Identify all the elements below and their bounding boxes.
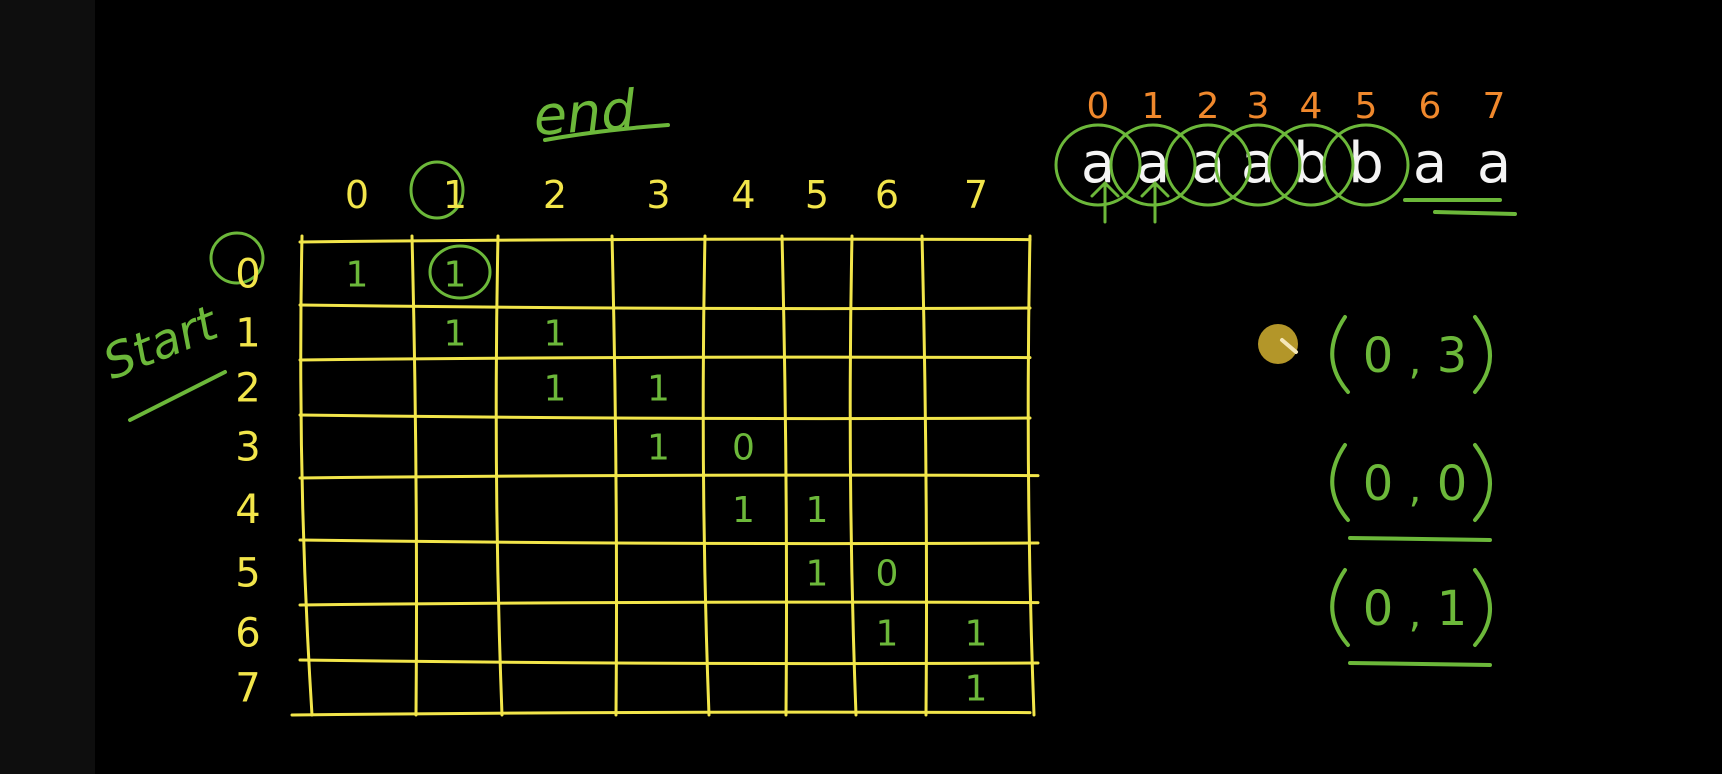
index-pairs: 0,30,00,1: [1330, 315, 1492, 667]
row-0-highlight: [209, 231, 265, 285]
row-header: 4: [235, 487, 260, 533]
row-headers: 0 1 2 3 4 5 6 7: [235, 252, 260, 712]
row-header: 7: [235, 666, 260, 712]
string-index: 4: [1300, 86, 1323, 127]
pair-right: 1: [1437, 581, 1468, 637]
table-cell-value: 1: [544, 369, 567, 410]
table-cell-value: 1: [806, 554, 829, 595]
substring-circle: [1214, 123, 1302, 207]
table-cell-value: 0: [732, 428, 755, 469]
column-headers: 0 1 2 3 4 5 6 7: [345, 173, 988, 217]
grid-horizontal-line: [298, 658, 1040, 666]
column-header: 7: [964, 173, 988, 217]
cell-0-1-highlight: [428, 244, 492, 300]
row-header: 3: [235, 425, 260, 471]
string-character: a: [1191, 131, 1225, 196]
table-cell-value: 1: [965, 614, 988, 655]
dp-table-grid: [290, 234, 1040, 717]
string-index: 7: [1483, 86, 1506, 127]
string-character: a: [1413, 131, 1447, 196]
string-index: 5: [1355, 86, 1378, 127]
substring-circle: [1109, 123, 1197, 207]
table-cell-value: 1: [965, 669, 988, 710]
start-underline: [128, 370, 227, 422]
grid-vertical-line: [780, 234, 788, 717]
row-header: 5: [235, 551, 260, 597]
substring-circle: [1054, 123, 1142, 207]
substring-circle: [1164, 123, 1252, 207]
string-character: a: [1477, 131, 1511, 196]
string-index: 2: [1197, 86, 1220, 127]
substring-circles: [1054, 123, 1410, 207]
string-underline: [1403, 198, 1517, 216]
end-underline: [543, 123, 670, 142]
grid-vertical-line: [701, 234, 711, 717]
table-cell-value: 1: [444, 255, 467, 296]
grid-horizontal-line: [290, 710, 1032, 717]
substring-circle: [1322, 123, 1410, 207]
grid-horizontal-line: [298, 538, 1040, 546]
pen-cursor-icon: [1258, 324, 1298, 364]
grid-horizontal-line: [298, 355, 1032, 362]
grid-vertical-line: [848, 234, 858, 717]
column-header: 0: [345, 173, 369, 217]
pointer-arrow-0: [1090, 181, 1120, 224]
row-header: 1: [235, 311, 260, 357]
pair-separator: ,: [1409, 338, 1422, 384]
column-header: 6: [875, 173, 899, 217]
substring-circle: [1267, 123, 1355, 207]
column-header: 4: [731, 173, 755, 217]
column-1-highlight: [409, 160, 465, 220]
index-pair: 0,0: [1330, 443, 1492, 542]
row-header: 2: [235, 366, 260, 412]
pair-left: 0: [1363, 328, 1394, 384]
column-header: 2: [543, 173, 567, 217]
table-cell-value: 1: [444, 314, 467, 355]
dp-table-cells: 1 1 1 1 1 1 1 0 1 1 1 0 1 1 1: [346, 255, 988, 710]
string-index: 0: [1087, 86, 1110, 127]
index-pair: 0,1: [1330, 568, 1492, 667]
end-label: end: [532, 78, 639, 148]
column-header: 5: [805, 173, 829, 217]
string-index: 1: [1142, 86, 1165, 127]
table-cell-value: 0: [876, 554, 899, 595]
string-index: 3: [1247, 86, 1270, 127]
grid-vertical-line: [299, 234, 314, 717]
pointer-arrow-1: [1140, 181, 1170, 224]
table-cell-value: 1: [647, 428, 670, 469]
table-cell-value: 1: [876, 614, 899, 655]
row-header: 0: [235, 252, 260, 298]
table-cell-value: 1: [647, 369, 670, 410]
grid-horizontal-line: [298, 237, 1032, 244]
pair-underline: [1348, 661, 1492, 667]
grid-horizontal-line: [298, 413, 1032, 421]
pair-left: 0: [1363, 456, 1394, 512]
grid-horizontal-line: [298, 303, 1032, 311]
grid-vertical-line: [920, 234, 928, 717]
table-cell-value: 1: [544, 314, 567, 355]
pair-underline: [1348, 536, 1492, 542]
pair-separator: ,: [1409, 466, 1422, 512]
column-header: 1: [443, 173, 467, 217]
row-header: 6: [235, 611, 260, 657]
table-cell-value: 1: [346, 255, 369, 296]
pair-right: 3: [1437, 328, 1468, 384]
table-cell-value: 1: [732, 490, 755, 531]
pair-left: 0: [1363, 581, 1394, 637]
column-header: 3: [646, 173, 670, 217]
grid-horizontal-line: [298, 473, 1040, 480]
string-index: 6: [1419, 86, 1442, 127]
start-label: Start: [96, 294, 228, 391]
blackboard: [95, 0, 1722, 774]
string-character: a: [1081, 131, 1115, 196]
pair-separator: ,: [1409, 591, 1422, 637]
grid-horizontal-line: [298, 600, 1040, 607]
pair-right: 0: [1437, 456, 1468, 512]
index-pair: 0,3: [1330, 315, 1492, 394]
table-cell-value: 1: [806, 490, 829, 531]
